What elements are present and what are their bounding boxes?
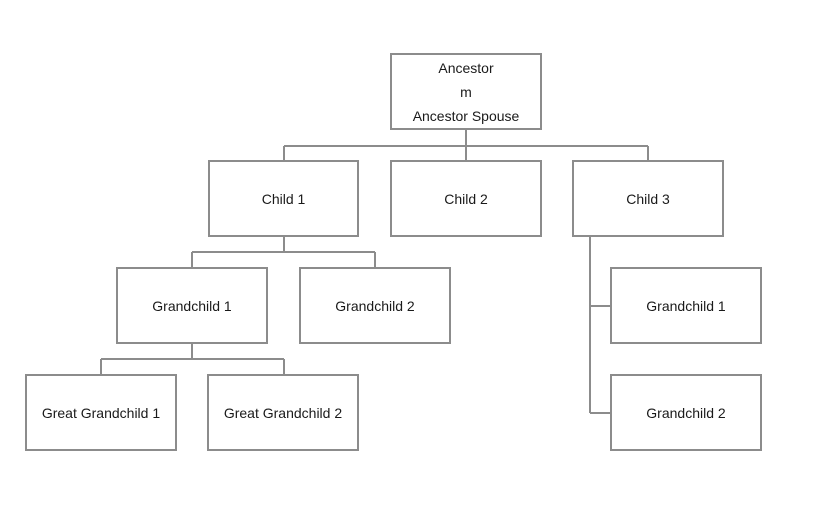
child-3-label: Child 3	[626, 190, 670, 207]
ancestor-name: Ancestor	[438, 59, 494, 76]
great-grandchild-2-box: Great Grandchild 2	[207, 374, 359, 451]
ancestor-box: Ancestor m Ancestor Spouse	[390, 53, 542, 130]
child-3-grandchild-2-label: Grandchild 2	[646, 404, 726, 421]
child-2-box: Child 2	[390, 160, 542, 237]
child-3-grandchild-1-box: Grandchild 1	[610, 267, 762, 344]
great-grandchild-1-box: Great Grandchild 1	[25, 374, 177, 451]
ancestor-spouse-name: Ancestor Spouse	[412, 107, 520, 124]
great-grandchild-1-label: Great Grandchild 1	[41, 404, 161, 421]
child-2-label: Child 2	[444, 190, 488, 207]
great-grandchild-2-label: Great Grandchild 2	[223, 404, 343, 421]
child-1-label: Child 1	[261, 190, 306, 207]
child-1-grandchild-1-box: Grandchild 1	[116, 267, 268, 344]
child-3-grandchild-2-box: Grandchild 2	[610, 374, 762, 451]
child-1-box: Child 1	[208, 160, 359, 237]
child-3-box: Child 3	[572, 160, 724, 237]
child-1-grandchild-2-label: Grandchild 2	[335, 297, 415, 314]
child-1-grandchild-2-box: Grandchild 2	[299, 267, 451, 344]
child-3-grandchild-1-label: Grandchild 1	[646, 297, 726, 314]
child-1-grandchild-1-label: Grandchild 1	[152, 297, 232, 314]
marriage-marker: m	[460, 83, 472, 100]
